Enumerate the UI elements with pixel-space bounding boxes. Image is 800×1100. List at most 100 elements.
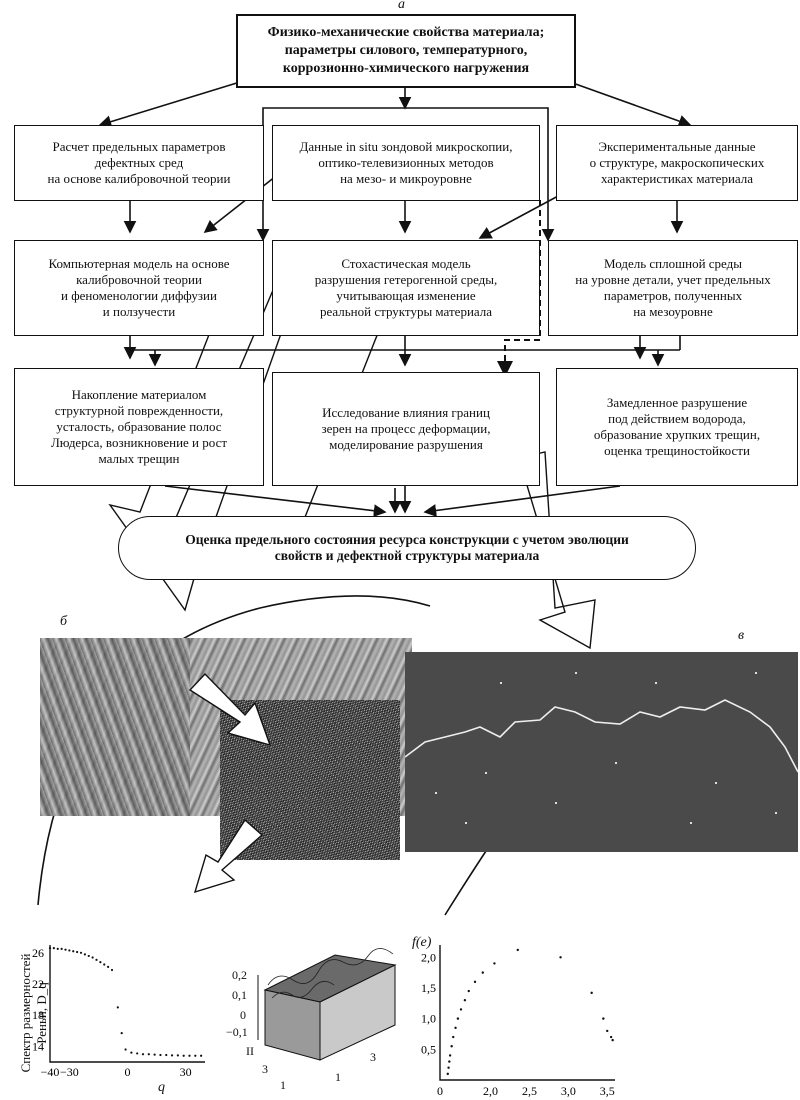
chart1-point-11 (91, 956, 94, 959)
chart1-point-24 (153, 1053, 156, 1056)
chart3-point-2 (448, 1060, 451, 1063)
chart3-point-10 (467, 989, 470, 993)
chart2-xtick-1: 3 (370, 1050, 376, 1064)
chart3-ytick-0: 2,0 (421, 950, 436, 964)
chart1-point-30 (188, 1054, 191, 1057)
chart2-axis-label: II (246, 1044, 254, 1058)
chart1-point-22 (141, 1053, 145, 1056)
chart3-point-11 (473, 980, 477, 984)
chart1-point-16 (110, 968, 114, 972)
panel-label-b: б (60, 614, 68, 629)
chart1-ytick-3: 14 (32, 1039, 44, 1053)
chart1-point-6 (72, 950, 75, 953)
chart1-point-2 (56, 947, 59, 951)
row2-box-stochastic-model: Стохастическая модель разрушения гетерог… (272, 240, 540, 336)
chart3-xtick-0: 0 (437, 1084, 443, 1098)
chart1-point-4 (64, 948, 67, 951)
chart1-point-27 (170, 1054, 174, 1057)
chart1-point-12 (95, 958, 98, 961)
chart3-point-8 (459, 1008, 463, 1011)
chart1-xtick-2: 0 (125, 1065, 131, 1079)
chart2-ytick-0: 3 (262, 1062, 268, 1076)
chart3-xtick-1: 2,0 (483, 1084, 498, 1098)
chart3-xtick-3: 3,0 (561, 1084, 576, 1098)
chart1-point-23 (147, 1053, 150, 1056)
chart1-xtick-0: −40 (41, 1065, 60, 1079)
chart1-xlabel: q (158, 1080, 165, 1095)
chart1-ytick-1: 22 (32, 977, 44, 991)
chart1-point-3 (60, 947, 63, 951)
chart1-point-9 (83, 953, 86, 956)
chart1-point-1 (52, 947, 55, 950)
chart3-point-13 (493, 962, 496, 965)
row3-box-grain-boundaries: Исследование влияния границ зерен на про… (272, 372, 540, 486)
chart3-ylabel: f(e) (412, 935, 432, 950)
chart3-point-20 (611, 1038, 614, 1042)
chart3-point-1 (447, 1066, 450, 1069)
chart3-point-14 (516, 948, 519, 952)
chart1-point-32 (200, 1054, 203, 1057)
chart1-point-18 (120, 1032, 123, 1035)
chart2-ztick-1: 0,1 (232, 988, 247, 1002)
chart2-xtick-0: 1 (335, 1070, 341, 1084)
chart1-point-31 (194, 1054, 197, 1057)
chart3-point-5 (452, 1035, 455, 1039)
chart1-point-26 (165, 1053, 168, 1057)
chart2-ztick-2: 0 (240, 1008, 246, 1022)
chart1-point-14 (103, 963, 106, 966)
chart2-ztick-3: −0,1 (226, 1025, 248, 1039)
chart3-point-16 (590, 991, 593, 995)
row3-box-hydrogen-fracture: Замедленное разрушение под действием вод… (556, 368, 798, 486)
chart2-ztick-0: 0,2 (232, 968, 247, 982)
chart1-xtick-3: 30 (180, 1065, 192, 1079)
chart1-point-13 (99, 961, 102, 964)
panel-label-a: а (398, 0, 405, 12)
chart3-point-12 (481, 971, 484, 974)
chart1-xtick-1: −30 (60, 1065, 79, 1079)
chart1-point-7 (76, 950, 79, 954)
row1-box-calibration-calc: Расчет предельных параметров дефектных с… (14, 125, 264, 201)
chart1-axes (49, 945, 205, 1063)
chart1-ytick-2: 18 (32, 1008, 44, 1022)
chart1-point-0 (48, 947, 52, 950)
chart1-point-28 (176, 1054, 179, 1057)
chart3-point-9 (463, 999, 467, 1002)
chart3-point-6 (454, 1026, 457, 1030)
chart1-ytick-0: 26 (32, 946, 44, 960)
chart2-ytick-1: 1 (280, 1078, 286, 1092)
panel-label-v: в (738, 628, 745, 643)
crack-path (405, 672, 798, 824)
chart3-point-7 (456, 1017, 460, 1020)
row2-box-continuum-model: Модель сплошной среды на уровне детали, … (548, 240, 798, 336)
chart3-ytick-2: 1,0 (421, 1012, 436, 1026)
row1-box-in-situ-data: Данные in situ зондовой микроскопии, опт… (272, 125, 540, 201)
chart1-point-8 (79, 951, 83, 954)
crack-simulation-image (405, 652, 798, 852)
bottom-box-limit-state: Оценка предельного состояния ресурса кон… (118, 516, 696, 580)
chart1-point-17 (116, 1006, 119, 1009)
row3-box-damage-accumulation: Накопление материалом структурной повреж… (14, 368, 264, 486)
chart3-ytick-3: 0,5 (421, 1042, 436, 1056)
chart3-xtick-4: 3,5 (600, 1084, 615, 1098)
chart3-point-18 (606, 1029, 609, 1033)
chart1-point-25 (159, 1053, 162, 1057)
row2-box-computer-model: Компьютерная модель на основе калибровоч… (14, 240, 264, 336)
chart3-point-0 (446, 1072, 449, 1076)
chart3-axes (439, 945, 615, 1081)
chart1-point-21 (136, 1052, 139, 1055)
chart1-point-15 (107, 965, 110, 968)
chart1-point-5 (68, 949, 71, 952)
chart3-point-19 (609, 1035, 613, 1039)
chart3-point-17 (602, 1017, 605, 1020)
chart1-point-19 (124, 1048, 127, 1051)
top-box-material-properties: Физико-механические свойства материала; … (236, 14, 576, 88)
chart3-ytick-1: 1,5 (421, 981, 436, 995)
row1-box-experimental-data: Экспериментальные данные о структуре, ма… (556, 125, 798, 201)
chart3-point-15 (559, 956, 562, 959)
chart1-point-10 (87, 954, 90, 958)
chart3-xtick-2: 2,5 (522, 1084, 537, 1098)
